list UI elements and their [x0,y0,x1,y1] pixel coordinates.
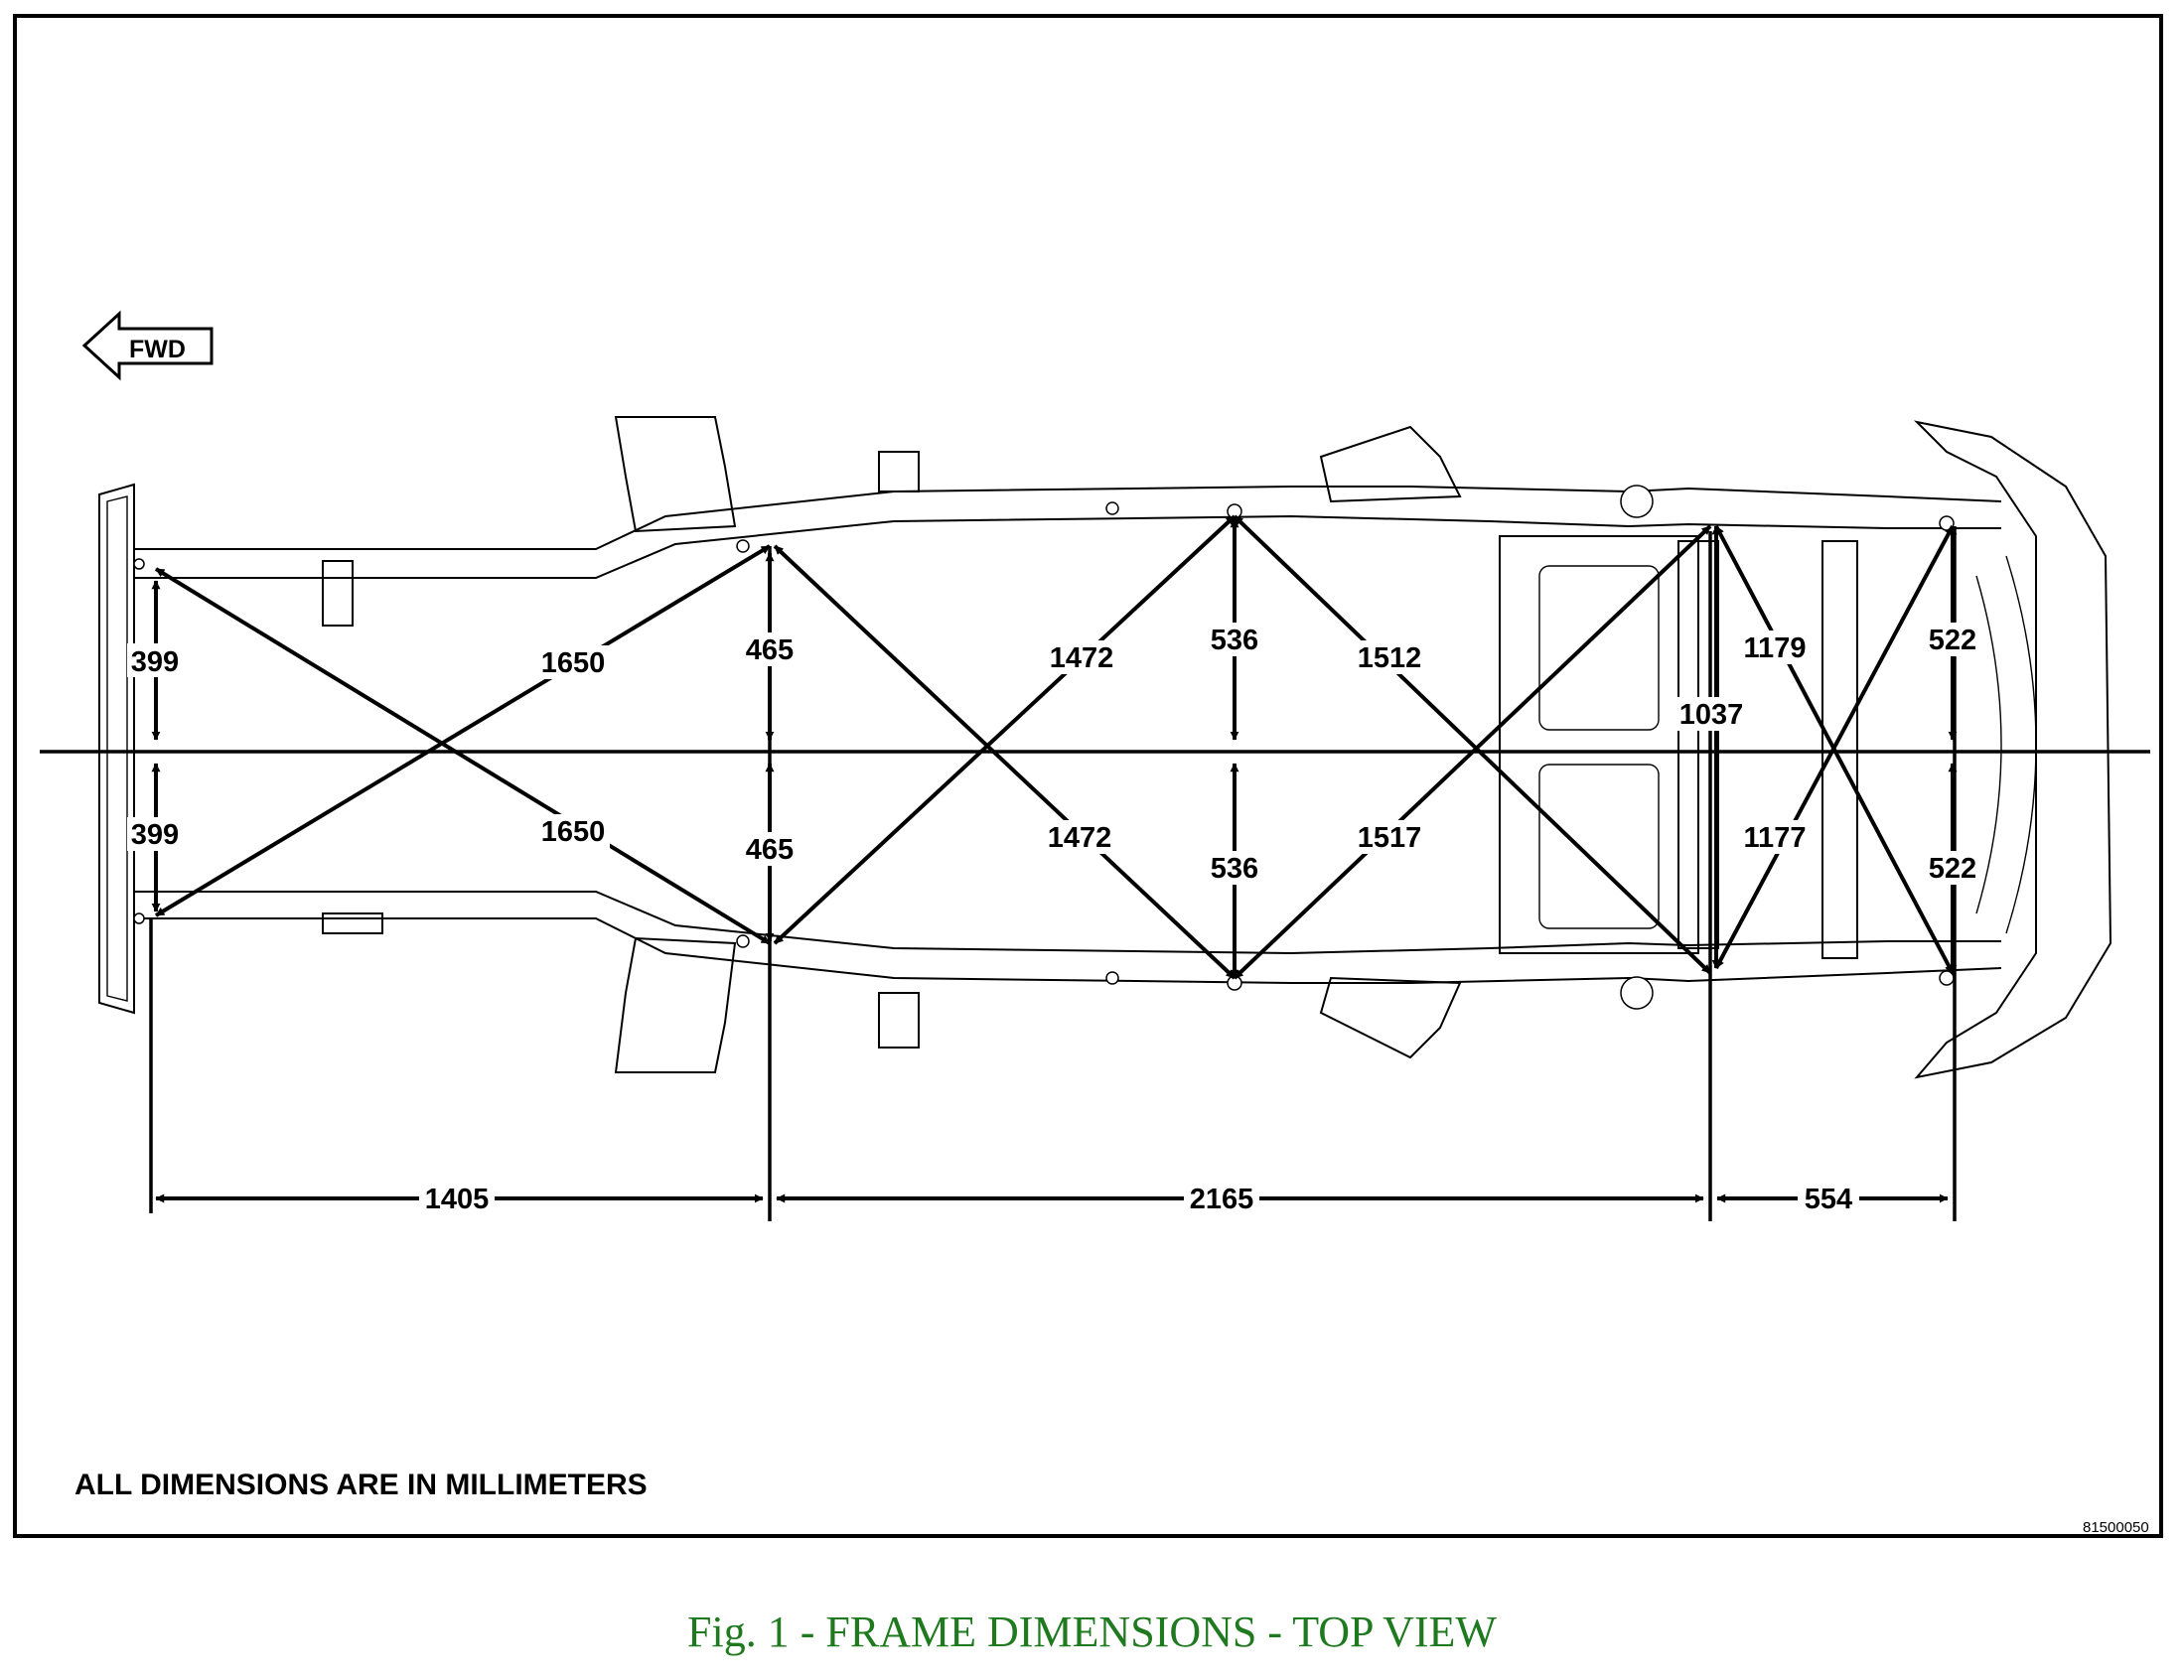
dim-2165: 2165 [1190,1184,1254,1215]
dim-536-upper: 536 [1211,625,1258,656]
dim-1650-upper: 1650 [541,647,606,679]
dim-1472-upper: 1472 [1050,642,1114,674]
frame-drawing [98,416,2112,1079]
diagonal-arrows [154,514,1955,980]
dim-1517: 1517 [1358,822,1422,854]
dim-554: 554 [1805,1184,1852,1215]
half-width-arrows [151,518,1958,979]
units-note: ALL DIMENSIONS ARE IN MILLIMETERS [74,1469,648,1501]
dim-522-upper: 522 [1929,625,1976,656]
dim-536-lower: 536 [1211,853,1258,885]
dim-1037: 1037 [1679,699,1744,731]
dimension-labels: 399 399 465 465 536 536 522 522 1037 165… [127,623,1982,1215]
dim-399-upper: 399 [131,646,179,678]
figure-code: 81500050 [2083,1519,2149,1536]
dim-1179: 1179 [1744,632,1807,664]
fwd-label: FWD [129,336,186,363]
dim-522-lower: 522 [1929,853,1976,885]
fwd-arrow-icon: FWD [81,310,214,381]
dim-1650-lower: 1650 [541,816,606,848]
figure-caption: Fig. 1 - FRAME DIMENSIONS - TOP VIEW [687,1608,1497,1656]
dim-465-lower: 465 [746,834,794,866]
dim-1177: 1177 [1744,822,1807,854]
dim-399-lower: 399 [131,819,179,851]
dim-465-upper: 465 [746,634,794,666]
dim-1405: 1405 [425,1184,490,1215]
dim-1472-lower: 1472 [1048,822,1112,854]
station-reference-lines [149,526,1957,1221]
dim-1512: 1512 [1358,642,1422,674]
